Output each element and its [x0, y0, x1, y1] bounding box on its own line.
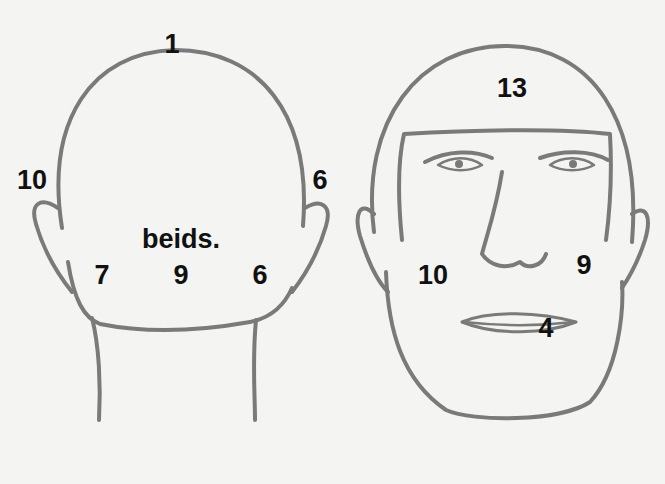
callout-number: 1 — [164, 31, 179, 58]
callout-number: 13 — [497, 75, 527, 102]
front-skull — [372, 46, 633, 242]
back-neck-right — [254, 320, 256, 420]
callout-number: 6 — [312, 167, 327, 194]
right-pupil — [569, 160, 577, 168]
front-left-ear — [358, 208, 388, 292]
callout-number: 10 — [17, 167, 47, 194]
right-eye — [550, 158, 594, 170]
callout-number: 9 — [576, 252, 591, 279]
front-jaw — [386, 272, 622, 418]
callout-number: 9 — [173, 262, 188, 289]
side-note: beids. — [142, 226, 220, 253]
callout-number: 4 — [538, 315, 553, 342]
left-pupil — [455, 160, 463, 168]
left-eye — [438, 158, 482, 170]
front-right-ear — [622, 210, 648, 288]
callout-number: 7 — [94, 262, 109, 289]
back-left-ear — [34, 202, 72, 292]
callout-number: 6 — [252, 262, 267, 289]
nose — [482, 172, 546, 266]
back-jaw — [68, 262, 292, 330]
callout-number: 10 — [418, 262, 448, 289]
mouth-line — [464, 322, 574, 325]
back-right-ear — [292, 204, 328, 292]
face-outline — [399, 130, 611, 240]
back-neck-left — [92, 318, 100, 420]
mouth — [462, 314, 576, 332]
back-skull — [59, 50, 304, 228]
